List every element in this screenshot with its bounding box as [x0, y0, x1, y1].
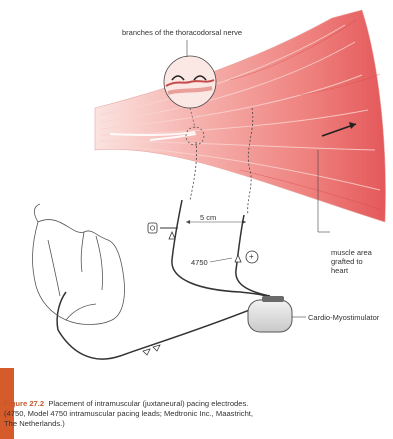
nerve-label: branches of the thoracodorsal nerve [122, 28, 242, 37]
caption-line-3: The Netherlands.) [4, 419, 65, 428]
heart-outline [33, 204, 125, 325]
pacing-leads [57, 200, 275, 359]
plus-sign-label: + [249, 252, 254, 261]
distance-label: 5 cm [200, 213, 216, 222]
muscle-graft [95, 10, 386, 222]
figure-caption: Figure 27.2 Placement of intramuscular (… [4, 399, 384, 429]
cardio-myostimulator-device [248, 296, 306, 332]
muscle-area-label-line3: heart [331, 266, 348, 275]
lead-model-label: 4750 [191, 258, 208, 267]
caption-line-1: Placement of intramuscular (juxtaneural)… [48, 399, 248, 408]
device-label: Cardio-Myostimulator [308, 313, 379, 322]
figure-id: Figure 27.2 [4, 399, 44, 408]
muscle-area-label-line2: grafted to [331, 257, 363, 266]
caption-line-2: (4750, Model 4750 intramuscular pacing l… [4, 409, 253, 418]
muscle-area-label-line1: muscle area [331, 248, 372, 257]
